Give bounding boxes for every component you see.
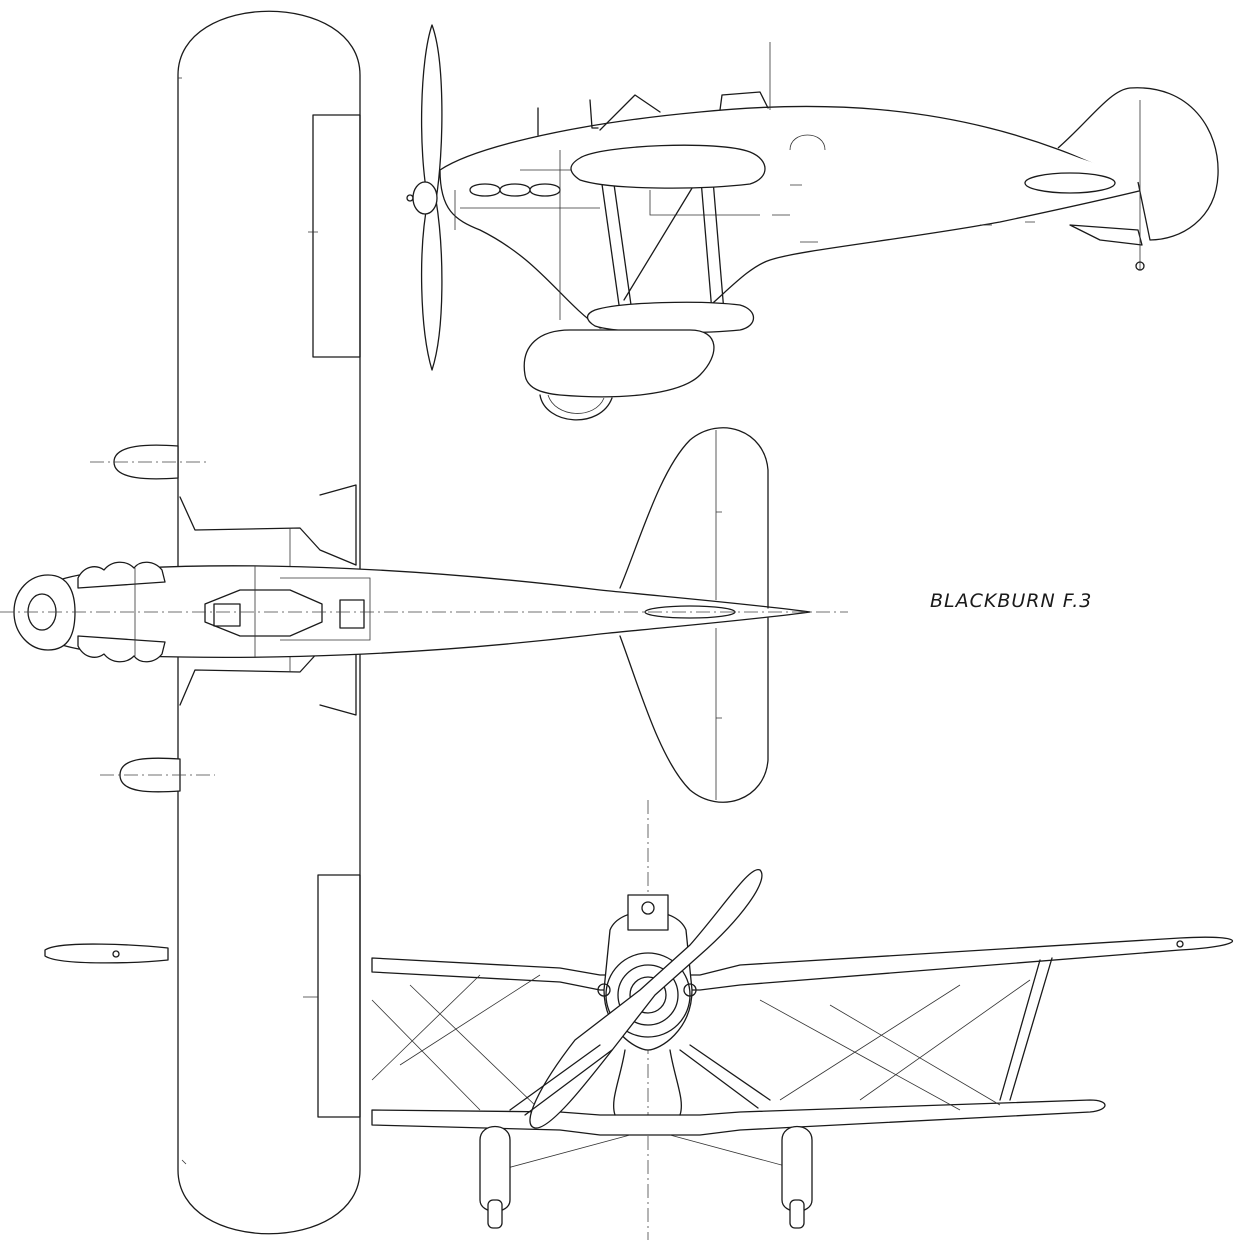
side-upper-wing [570,144,766,189]
front-upper-wing [371,936,1233,991]
side-view [406,24,1219,421]
front-view [44,800,1233,1240]
side-tailplane [1069,224,1143,246]
plan-aileron-top [312,114,361,358]
side-wheel-spat [523,329,715,398]
front-right-wheel-spat [781,1126,813,1212]
front-left-wingtip [44,943,169,964]
plan-fuselage [27,565,811,659]
plan-tailplane-top [619,427,769,609]
side-fuselage [439,105,1176,329]
front-propeller [529,869,763,1129]
plan-view [0,10,848,1235]
plan-wing-outline [177,10,361,1235]
side-lower-wing [586,301,755,334]
side-fin [1057,87,1219,241]
plan-aileron-bottom [317,874,361,1118]
plan-cockpit [204,589,323,637]
plan-tailplane-bottom [619,617,769,803]
drawing-title: BLACKBURN F.3 [930,590,1093,612]
front-left-wheel-spat [479,1126,511,1212]
front-lower-wing [371,1099,1106,1136]
